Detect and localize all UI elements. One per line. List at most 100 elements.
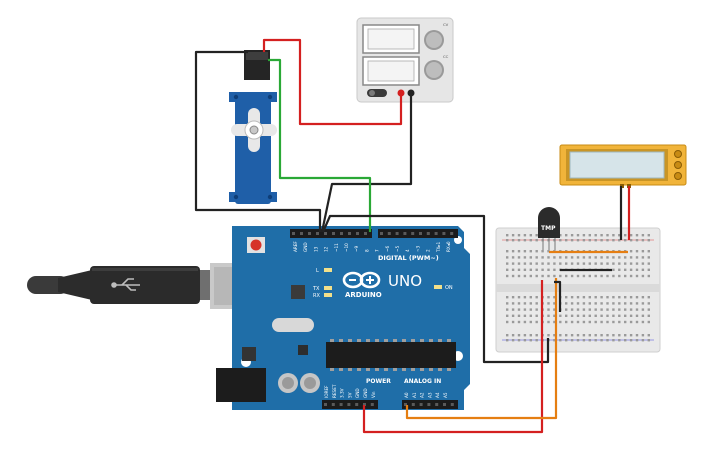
header-pin[interactable] — [324, 232, 327, 235]
header-pin[interactable] — [332, 232, 335, 235]
header-pin[interactable] — [411, 232, 415, 235]
digital-pin-label: 8 — [364, 249, 369, 252]
header-pin[interactable] — [450, 232, 454, 235]
breadboard[interactable] — [495, 227, 661, 353]
servo-horn[interactable] — [231, 108, 277, 152]
header-pin[interactable] — [434, 232, 438, 235]
knob-label-cv: CV — [443, 22, 449, 27]
analog-pin-label: A0 — [404, 392, 409, 398]
header-pin[interactable] — [364, 232, 367, 235]
header-pin[interactable] — [411, 403, 415, 406]
power-pin-label: RESET — [332, 384, 337, 398]
digital-pin-label: RX◂0 — [446, 241, 451, 252]
digital-pin-label: ~11 — [334, 243, 339, 252]
power-pin-label: Vin — [371, 391, 376, 398]
wire-a0[interactable] — [405, 278, 558, 420]
power-jack — [216, 368, 266, 402]
voltage-regulator — [242, 347, 256, 361]
led-label-on: ON — [445, 285, 453, 291]
digital-pin-label: ~6 — [385, 245, 390, 252]
usb-cable — [27, 263, 266, 309]
servo-motor[interactable] — [229, 50, 277, 204]
wire-ground-breadboard[interactable] — [321, 214, 550, 364]
header-pin[interactable] — [348, 232, 351, 235]
header-pin[interactable] — [370, 403, 374, 406]
tmp-label: TMP — [541, 225, 556, 232]
board-brand: ARDUINO — [345, 291, 382, 299]
header-pin[interactable] — [395, 232, 399, 235]
header-pin[interactable] — [403, 232, 407, 235]
led-label-rx: RX — [313, 293, 320, 299]
header-pin[interactable] — [308, 232, 311, 235]
header-pin[interactable] — [339, 403, 343, 406]
header-pin[interactable] — [331, 403, 335, 406]
wire-breadboard-ground[interactable] — [554, 280, 562, 312]
header-pin[interactable] — [435, 403, 439, 406]
voltage-knob[interactable] — [424, 30, 444, 50]
header-pin[interactable] — [316, 232, 319, 235]
digital-pin-label: 4 — [405, 249, 410, 252]
header-pin[interactable] — [300, 232, 303, 235]
wire-5v[interactable] — [362, 280, 544, 434]
header-pin[interactable] — [380, 232, 383, 235]
header-pin[interactable] — [292, 232, 295, 235]
header-pin[interactable] — [347, 403, 351, 406]
digital-pin-label: ~3 — [415, 245, 420, 252]
usb-chip — [291, 285, 305, 299]
analog-pin-label: A1 — [412, 392, 417, 398]
header-pin[interactable] — [363, 403, 366, 406]
temperature-sensor[interactable]: TMP — [538, 207, 560, 250]
led-rx — [324, 293, 332, 297]
wire-psu-ground[interactable] — [320, 93, 413, 233]
power-header-label: POWER — [366, 378, 391, 385]
header-pin[interactable] — [450, 403, 454, 406]
header-pin[interactable] — [443, 403, 446, 406]
lcd-display[interactable] — [559, 144, 687, 188]
digital-pin-label: ~5 — [395, 245, 400, 252]
led-l — [324, 268, 332, 272]
power-pin-label: GND — [355, 388, 360, 398]
header-pin[interactable] — [426, 232, 430, 235]
power-pin-label: 5V — [347, 392, 352, 398]
digital-pin-label: ~9 — [354, 245, 359, 252]
header-pin[interactable] — [356, 232, 359, 235]
led-label-tx: TX — [312, 286, 320, 292]
header-pin[interactable] — [404, 403, 407, 406]
digital-pin-label: ~10 — [344, 243, 349, 252]
reset-button[interactable] — [247, 237, 265, 253]
header-pin[interactable] — [340, 232, 343, 235]
digital-pin-label: GND — [303, 242, 308, 252]
digital-pin-label: 2 — [426, 249, 431, 252]
knob-label-cc: CC — [443, 54, 449, 59]
digital-pin-label: 12 — [324, 246, 329, 252]
digital-pin-label: 13 — [313, 246, 318, 252]
digital-header-right — [378, 229, 458, 238]
power-pin-label: GND — [363, 388, 368, 398]
analog-pin-label: A2 — [420, 392, 425, 398]
arduino-logo — [342, 271, 381, 289]
header-pin[interactable] — [355, 403, 359, 406]
power-switch[interactable] — [367, 89, 387, 97]
analog-pin-label: A5 — [443, 392, 448, 398]
header-pin[interactable] — [419, 403, 423, 406]
power-pin-label: 3.3V — [340, 388, 345, 398]
header-pin[interactable] — [419, 232, 422, 235]
board-model: UNO — [388, 272, 422, 290]
wire-servo-ground[interactable] — [194, 50, 322, 232]
wire-servo-power[interactable] — [262, 38, 403, 126]
led-tx — [324, 286, 332, 290]
capacitor — [300, 373, 320, 393]
power-supply[interactable]: CV CC — [356, 17, 454, 103]
current-knob[interactable] — [424, 60, 444, 80]
led-on — [434, 285, 442, 289]
header-pin[interactable] — [324, 403, 327, 406]
header-pin[interactable] — [387, 232, 391, 235]
digital-header-left — [290, 229, 372, 238]
arduino-uno-board[interactable]: L TX RX ON UNO ARDUINO DIGITAL (PWM~) PO… — [216, 226, 470, 410]
header-pin[interactable] — [427, 403, 431, 406]
led-label-l: L — [316, 268, 319, 274]
wire-servo-signal[interactable] — [268, 58, 372, 232]
analog-header-label: ANALOG IN — [404, 378, 441, 385]
header-pin[interactable] — [442, 232, 446, 235]
